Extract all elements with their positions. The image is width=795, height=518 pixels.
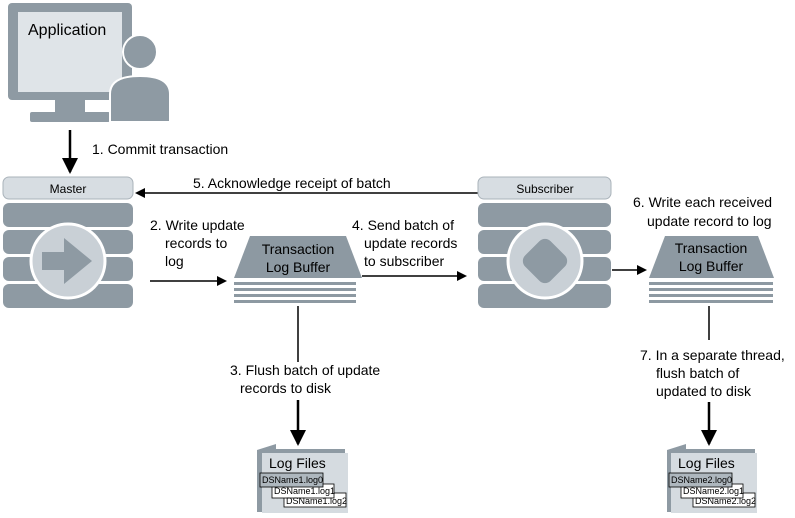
transaction-log-buffer-left: Transaction Log Buffer	[234, 236, 362, 303]
log-file-left-0: DSName1.log0	[262, 475, 323, 485]
step-2-label-line2: records to	[165, 235, 227, 251]
log-files-folder-right: Log Files DSName2.log0 DSName2.log1 DSNa…	[667, 444, 757, 513]
step-3-label-line1: 3. Flush batch of update	[230, 362, 380, 378]
subscriber-server: Subscriber	[477, 176, 612, 308]
buffer-left-line1: Transaction	[262, 241, 335, 257]
application-label: Application	[28, 22, 106, 39]
step-1-label: 1. Commit transaction	[92, 141, 228, 157]
step-4-label-line2: update records	[364, 235, 457, 251]
step-2-label-line1: 2. Write update	[150, 217, 245, 233]
step-3-label-line2: records to disk	[240, 380, 332, 396]
log-file-left-1: DSName1.log1	[274, 486, 335, 496]
buffer-left-line2: Log Buffer	[266, 259, 331, 275]
step-7-label-line3: updated to disk	[656, 383, 752, 399]
log-files-left-title: Log Files	[269, 455, 326, 471]
log-file-right-1: DSName2.log1	[683, 486, 744, 496]
step-6-label-line2: update record to log	[647, 213, 772, 229]
step-4-label-line1: 4. Send batch of	[352, 217, 454, 233]
master-server: Master	[2, 176, 134, 308]
master-label: Master	[50, 182, 87, 196]
log-files-folder-left: Log Files DSName1.log0 DSName1.log1 DSNa…	[257, 444, 348, 513]
subscriber-label: Subscriber	[516, 182, 573, 196]
step-4-label-line3: to subscriber	[364, 253, 444, 269]
log-file-right-0: DSName2.log0	[671, 475, 732, 485]
log-file-right-2: DSName2.log2	[695, 496, 756, 506]
buffer-right-line1: Transaction	[675, 240, 748, 256]
transaction-log-buffer-right: Transaction Log Buffer	[649, 236, 774, 303]
step-7-label-line1: 7. In a separate thread,	[640, 347, 785, 363]
application-icon: Application	[8, 3, 171, 123]
log-file-left-2: DSName1.log2	[286, 496, 347, 506]
buffer-right-line2: Log Buffer	[679, 258, 744, 274]
step-6-label-line1: 6. Write each received	[633, 194, 772, 210]
step-5-label: 5. Acknowledge receipt of batch	[193, 175, 391, 191]
step-7-label-line2: flush batch of	[656, 365, 739, 381]
log-files-right-title: Log Files	[678, 455, 735, 471]
step-2-label-line3: log	[165, 253, 184, 269]
